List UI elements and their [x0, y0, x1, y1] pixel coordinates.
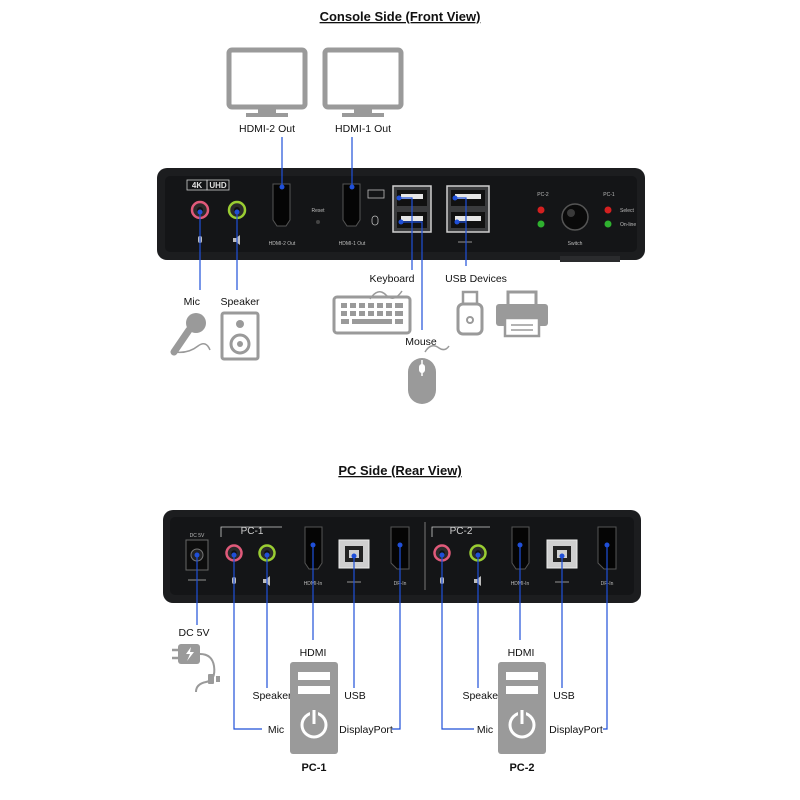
- front-view-title: Console Side (Front View): [320, 9, 481, 24]
- pc1-online-led: [604, 220, 612, 228]
- usb-flash-drive-icon: [456, 290, 484, 336]
- pc2-hdmi-label: HDMI: [508, 647, 535, 659]
- switch-text: Switch: [568, 241, 583, 247]
- mouse-device-icon: [408, 345, 450, 404]
- mouse-label: Mouse: [405, 336, 437, 348]
- front-usb-device-ports[interactable]: [446, 185, 490, 233]
- hdmi2-port-text: HDMI-2 Out: [269, 241, 296, 247]
- hdmi1-out-label: HDMI-1 Out: [335, 123, 391, 135]
- dc5v-label: DC 5V: [179, 627, 210, 639]
- online-text: On-line: [620, 222, 636, 228]
- rear-view-title: PC Side (Rear View): [338, 463, 461, 478]
- pc2-displayport-label: DisplayPort: [549, 724, 603, 736]
- pc1-displayport-label: DisplayPort: [339, 724, 393, 736]
- usb-devices-label: USB Devices: [445, 273, 507, 285]
- front-hdmi1-port[interactable]: [342, 183, 361, 227]
- pc2-speaker-label: Speaker: [462, 690, 502, 702]
- monitor-hdmi1-icon: [322, 47, 404, 117]
- reset-button[interactable]: [316, 220, 320, 224]
- pc2-online-led: [537, 220, 545, 228]
- front-wires: [197, 137, 467, 330]
- dc5v-port-text: DC 5V: [190, 533, 205, 539]
- badge-uhd: UHD: [209, 181, 227, 190]
- pc1-hdmi-label: HDMI: [300, 647, 327, 659]
- select-text: Select: [620, 208, 635, 214]
- pc2-label: PC-2: [509, 762, 534, 774]
- keyboard-symbol-icon: [367, 189, 385, 199]
- printer-icon: [496, 290, 548, 338]
- pc2-led-text: PC-2: [537, 192, 549, 198]
- pc1-speaker-label: Speaker: [252, 690, 292, 702]
- pc2-select-led: [537, 206, 545, 214]
- mic-label: Mic: [184, 296, 200, 308]
- hdmi1-port-text: HDMI-1 Out: [339, 241, 366, 247]
- microphone-icon: [170, 313, 211, 356]
- mouse-symbol-icon: [371, 215, 379, 226]
- monitor-hdmi2-icon: [226, 47, 308, 117]
- rear-wires: [194, 542, 610, 730]
- switch-button[interactable]: [561, 203, 589, 231]
- badge-4k: 4K: [192, 181, 202, 190]
- power-adapter-icon: [172, 644, 220, 693]
- pc1-led-text: PC-1: [603, 192, 615, 198]
- keyboard-label: Keyboard: [370, 273, 415, 285]
- pc1-mic-label: Mic: [268, 724, 284, 736]
- pc1-select-led: [604, 206, 612, 214]
- pc2-usb-label: USB: [553, 690, 575, 702]
- pc1-group-tag: PC-1: [241, 526, 264, 537]
- front-hdmi2-port[interactable]: [272, 183, 291, 227]
- keyboard-device-icon: [332, 290, 412, 335]
- speaker-label: Speaker: [220, 296, 260, 308]
- pc1-usb-label: USB: [344, 690, 366, 702]
- pc2-group-tag: PC-2: [450, 526, 473, 537]
- hdmi2-out-label: HDMI-2 Out: [239, 123, 295, 135]
- pc1-tower-icon: [290, 662, 338, 754]
- speaker-device-icon: [220, 311, 260, 361]
- pc2-mic-label: Mic: [477, 724, 493, 736]
- pc2-tower-icon: [498, 662, 546, 754]
- pc1-label: PC-1: [301, 762, 326, 774]
- reset-text: Reset: [311, 208, 325, 214]
